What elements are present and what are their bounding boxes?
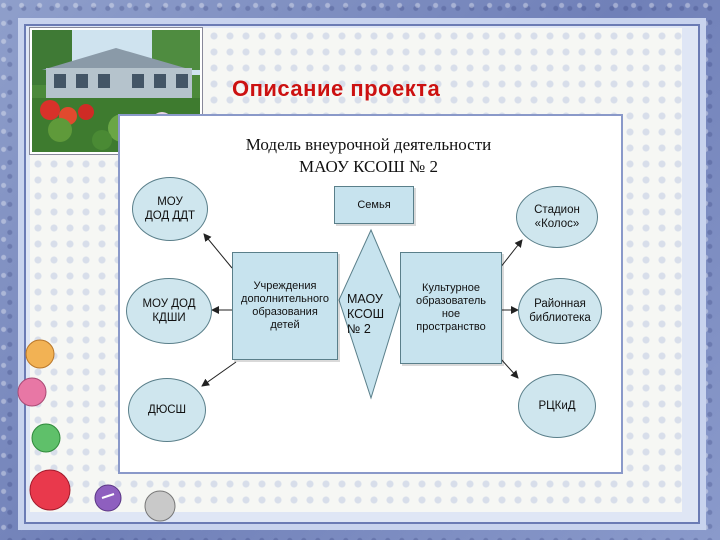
button-red: [30, 470, 70, 510]
button-orange: [26, 340, 54, 368]
button-pink: [18, 378, 46, 406]
button-purple: [95, 485, 121, 511]
button-grey: [145, 491, 175, 521]
button-green: [32, 424, 60, 452]
